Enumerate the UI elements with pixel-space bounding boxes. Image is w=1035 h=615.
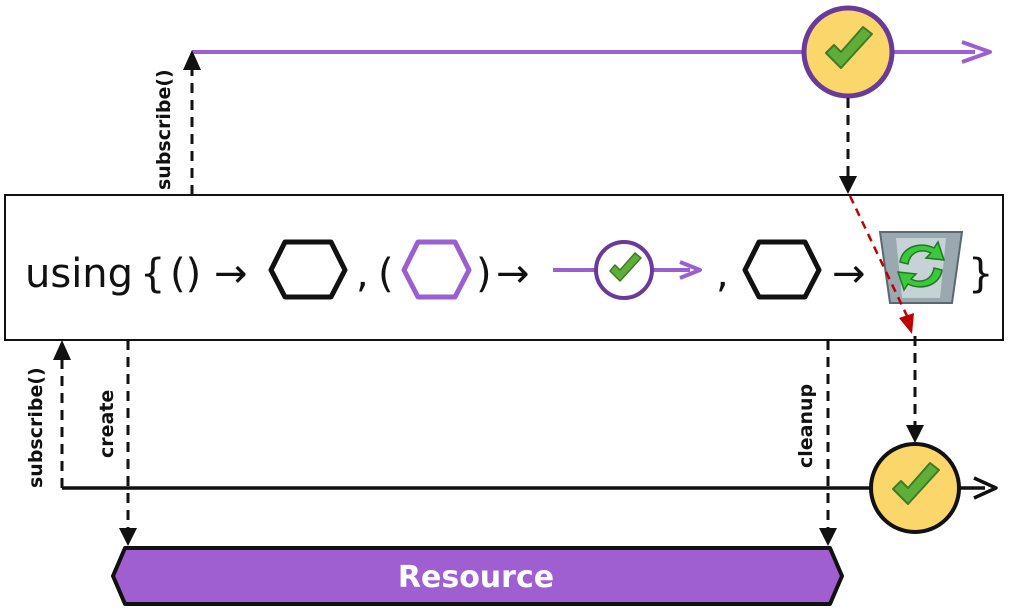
code-close-paren: ) [476,251,492,297]
cleanup-red-arrow [848,195,914,334]
code-close-brace: } [968,251,993,297]
purple-hexagon [401,239,472,300]
outer-completion [869,442,961,534]
code-open-brace: { [140,251,165,297]
code-arrow-3: → [832,251,866,297]
check-icon [825,26,873,69]
cleanup-label: cleanup [795,384,817,468]
code-box [4,194,1004,341]
code-arrow-2: → [496,251,530,297]
code-expression: using { () → , ( ) → , → } [25,231,993,304]
output-down-arrow [906,336,924,443]
code-comma-1: , [356,251,369,297]
check-icon [892,462,940,505]
mini-observable [553,240,702,300]
check-icon [609,252,642,282]
outer-timeline [62,476,998,500]
recycle-bin-icon [878,231,964,304]
code-keyword: using [25,251,133,297]
subscribe-bottom-arrow [53,340,71,488]
code-arrow-1: → [214,251,248,297]
subscribe-top-label: subscribe() [153,69,175,190]
create-arrow [119,340,137,546]
subscribe-top-arrow [183,50,201,195]
create-label: create [96,390,118,458]
code-open-paren: ( [378,251,394,297]
resource-bar: Resource [111,546,844,606]
cleanup-hexagon [742,239,822,300]
resource-hexagon [268,239,348,300]
inner-completion [801,5,895,99]
resource-label: Resource [398,560,554,595]
completion-down-arrow [839,98,857,194]
code-unit: () [170,251,201,297]
code-comma-2: , [716,251,729,297]
cleanup-arrow [819,340,837,546]
subscribe-bottom-label: subscribe() [25,367,47,488]
